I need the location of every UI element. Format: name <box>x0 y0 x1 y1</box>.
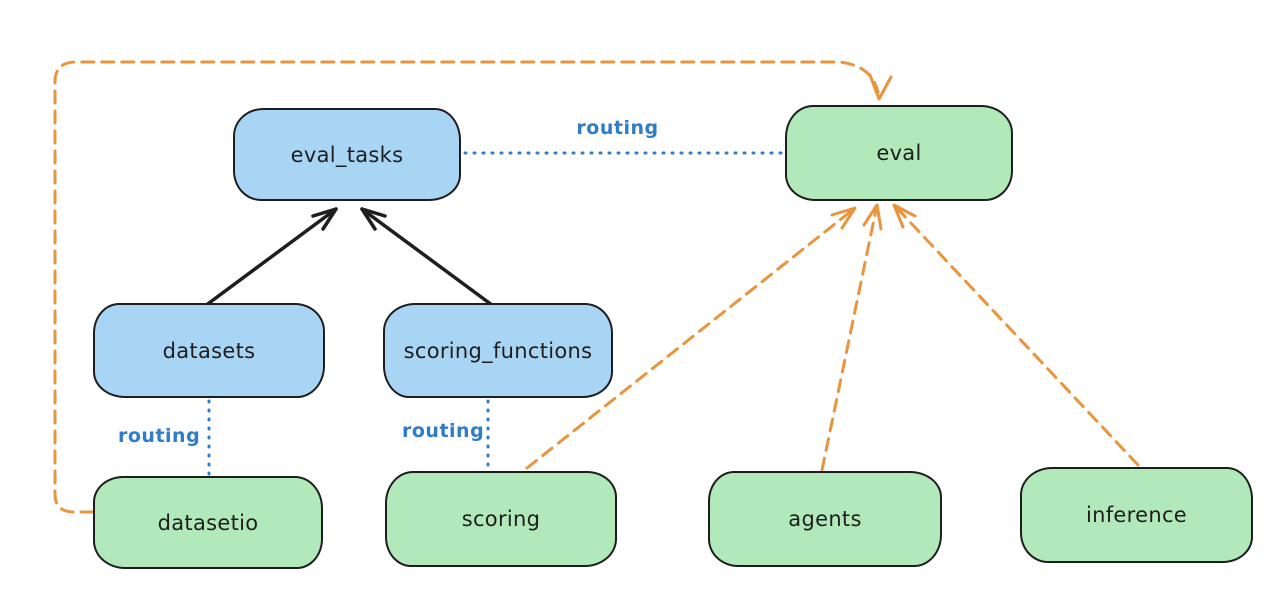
edge-inference-to-eval <box>892 203 1140 467</box>
edge-label-routing-eval: routing <box>576 117 659 139</box>
node-inference-label: inference <box>1085 503 1188 527</box>
node-datasetio-label: datasetio <box>157 510 259 535</box>
node-eval-tasks-label: eval_tasks <box>290 142 404 167</box>
node-agents-label: agents <box>788 507 862 531</box>
node-scoring-functions-label: scoring_functions <box>403 338 593 363</box>
node-datasets: datasets <box>93 303 325 398</box>
node-inference: inference <box>1020 467 1253 563</box>
node-scoring-label: scoring <box>461 507 541 531</box>
edge-datasets-to-eval-tasks <box>203 207 338 308</box>
node-scoring: scoring <box>385 471 617 567</box>
node-scoring-functions: scoring_functions <box>383 303 613 398</box>
edge-scoring-functions-to-eval-tasks <box>360 207 494 307</box>
edge-agents-to-eval <box>820 203 883 472</box>
node-datasetio: datasetio <box>93 476 323 569</box>
node-eval: eval <box>785 105 1013 201</box>
edge-scoring-to-eval <box>525 206 857 470</box>
edge-label-routing-datasetio: routing <box>118 425 201 447</box>
node-eval-tasks: eval_tasks <box>233 108 461 201</box>
node-agents: agents <box>708 471 942 567</box>
edge-datasetio-to-eval <box>53 60 893 514</box>
edge-label-routing-scoring: routing <box>402 420 485 442</box>
node-datasets-label: datasets <box>162 338 256 363</box>
node-eval-label: eval <box>876 141 922 165</box>
